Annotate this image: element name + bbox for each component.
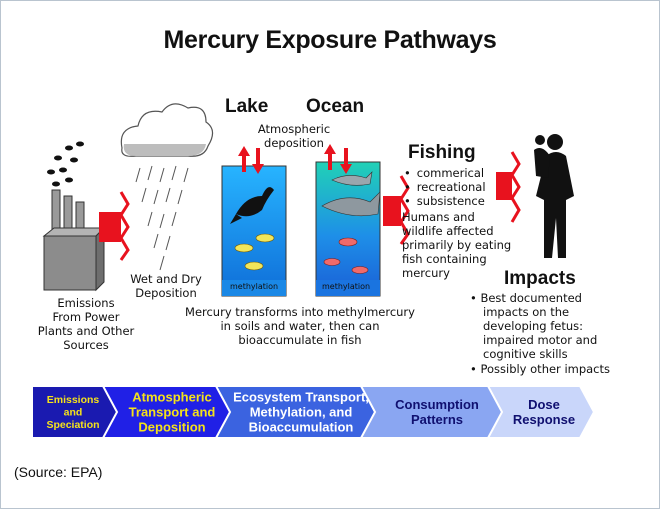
lake-water xyxy=(221,165,287,297)
fishing-bullet: subsistence xyxy=(404,194,486,208)
page-title: Mercury Exposure Pathways xyxy=(163,26,497,54)
fishing-bullet: recreational xyxy=(404,180,486,194)
lake-methylation-tag: methylation xyxy=(230,282,279,291)
flow-step-label: Response xyxy=(513,412,575,427)
flow-step-label: and xyxy=(64,407,83,419)
impacts-heading: Impacts xyxy=(504,268,576,289)
transform-label: Mercury transforms into methylmercury in… xyxy=(185,305,415,347)
flow-step-label: Ecosystem Transport, xyxy=(233,390,369,405)
fishing-bullets: commerical recreational subsistence xyxy=(404,166,486,208)
source-note: (Source: EPA) xyxy=(14,464,103,480)
smoke-puffs-icon xyxy=(47,141,84,187)
flow-step-label: Dose xyxy=(528,397,560,412)
fish-icon xyxy=(230,187,275,271)
ocean-label: Ocean xyxy=(306,96,365,117)
deposition-arrows-icon xyxy=(238,144,352,174)
flow-step-label: Emissions xyxy=(47,394,100,406)
flow-step-label: Patterns xyxy=(411,412,463,427)
fishing-bullet: commerical xyxy=(404,166,486,180)
flow-step-label: Atmospheric xyxy=(132,390,211,405)
flow-step-label: Consumption xyxy=(395,397,479,412)
ocean-methylation-tag: methylation xyxy=(322,282,371,291)
fishing-heading: Fishing xyxy=(408,142,476,163)
flow-step-label: Bioaccumulation xyxy=(249,420,354,435)
impacts-bullet-2: • Possibly other impacts xyxy=(470,362,611,376)
lake-label: Lake xyxy=(225,96,269,117)
cloud-icon xyxy=(120,103,214,157)
person-holding-child-icon xyxy=(534,134,574,258)
red-arrow-icon xyxy=(99,191,130,261)
ocean-fish-icon xyxy=(321,171,381,274)
flow-step xyxy=(486,385,596,439)
rain-icon xyxy=(135,165,189,271)
atmospheric-deposition-label: Atmospheric deposition xyxy=(257,122,331,150)
emissions-label: Emissions From Power Plants and Other So… xyxy=(37,296,135,352)
flow-step-label: Transport and xyxy=(129,405,216,420)
impacts-bullet-1: • Best documented impacts on the develop… xyxy=(470,291,598,361)
deposition-label: Wet and Dry Deposition xyxy=(130,272,202,300)
flow-step-label: Methylation, and xyxy=(250,405,353,420)
flow-step-label: Deposition xyxy=(138,420,205,435)
fishing-text: Humans and wildlife affected primarily b… xyxy=(402,210,512,280)
flow-step-label: Speciation xyxy=(46,419,99,431)
red-arrow-icon xyxy=(496,151,521,223)
